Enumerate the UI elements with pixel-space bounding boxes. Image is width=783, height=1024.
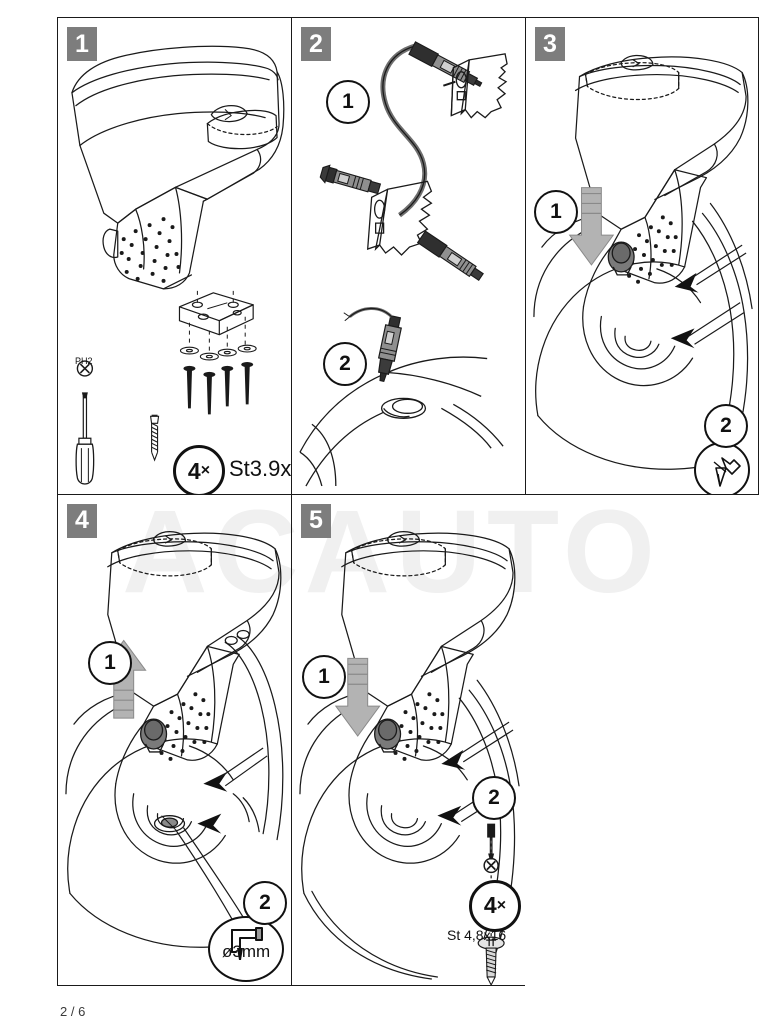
- panel-1-artwork: [71, 45, 285, 485]
- perforation-dots: [393, 691, 445, 761]
- marking-detail-bubble: [694, 442, 750, 494]
- panel-3-artwork: [533, 54, 753, 470]
- marker-pen-icon: [713, 457, 741, 487]
- callout-1: 1: [88, 640, 132, 685]
- leader-arrows: [197, 771, 228, 834]
- callout-2: 2: [323, 342, 367, 386]
- callout-2: 2: [472, 775, 516, 820]
- panel-row-bottom: 4: [57, 493, 759, 986]
- washers: [179, 344, 257, 361]
- page-number: 2 / 6: [60, 1004, 86, 1019]
- panel-4: 4: [57, 493, 291, 986]
- panel-number-badge: 5: [301, 503, 331, 538]
- screwdriver-size-label: PH2: [75, 356, 93, 366]
- panel-1: 1: [57, 17, 291, 495]
- drill-detail-bubble: [208, 915, 284, 982]
- socket-knob: [373, 717, 402, 753]
- power-plug-lower: [416, 230, 484, 282]
- hardware-column: [477, 823, 505, 985]
- panel-row-top: 1: [57, 17, 759, 495]
- adapter-plug-lower: [319, 164, 382, 195]
- phillips-bit-icon: [76, 360, 94, 377]
- mounting-bracket: [178, 292, 254, 336]
- screw-quantity-value: 4: [483, 892, 497, 918]
- screw-quantity-suffix: ×: [496, 896, 507, 914]
- screw-quantity-suffix: ×: [200, 462, 211, 479]
- direction-arrow-down: [568, 187, 615, 266]
- callout-2: 2: [243, 880, 287, 925]
- panel-number-badge: 2: [301, 27, 331, 61]
- vehicle-socket-upper: [450, 53, 508, 119]
- panel-5-artwork: [299, 530, 520, 985]
- phillips-screwdriver-icon: [487, 823, 496, 859]
- power-plug-upper: [408, 41, 483, 87]
- flange-head-screw-icon: [477, 936, 505, 985]
- panel-number-badge: 1: [67, 27, 97, 61]
- phillips-bit-icon: [483, 857, 499, 873]
- callout-1: 1: [326, 80, 370, 124]
- panel-2-artwork: [299, 41, 508, 487]
- socket-knob: [607, 241, 635, 276]
- leader-arrows: [670, 272, 699, 349]
- screw-quantity-value: 4: [187, 457, 201, 484]
- empty-panel-slot: [525, 494, 759, 986]
- callout-1: 1: [302, 654, 346, 699]
- socket-knob: [139, 717, 168, 753]
- perforation-dots: [627, 215, 678, 284]
- callout-1: 1: [534, 190, 578, 234]
- phillips-screwdriver-icon: [75, 392, 95, 485]
- panel-number-badge: 3: [535, 27, 565, 61]
- leader-arrows: [437, 749, 466, 826]
- drill-diameter-label: ø3mm: [222, 941, 271, 961]
- panel-5: 5: [291, 493, 525, 986]
- wood-screw-icon: [149, 414, 160, 462]
- direction-arrow-down: [334, 657, 381, 737]
- panel-3: 3: [525, 17, 759, 495]
- callout-2: 2: [704, 404, 748, 448]
- center-console-surface: [299, 356, 504, 487]
- power-plug-insert: [377, 315, 402, 383]
- screw-spec-label: St3.9x25: [229, 456, 291, 481]
- drill-hole: [153, 814, 186, 832]
- panel-number-badge: 4: [67, 503, 97, 538]
- vehicle-socket-lower: [366, 180, 433, 256]
- perforation-dots: [119, 217, 181, 283]
- perforation-dots: [159, 691, 211, 761]
- screw-spec-label: St 4,8x16: [447, 926, 507, 943]
- instruction-panel-grid: 1: [57, 17, 759, 986]
- screw-quantity-badge: 4×: [173, 445, 225, 494]
- lighter-socket: [380, 397, 427, 419]
- panel-2: 2: [291, 17, 525, 495]
- drill-icon: [231, 926, 263, 960]
- screw-set: [183, 361, 254, 415]
- screw-quantity-badge: 4×: [469, 879, 521, 932]
